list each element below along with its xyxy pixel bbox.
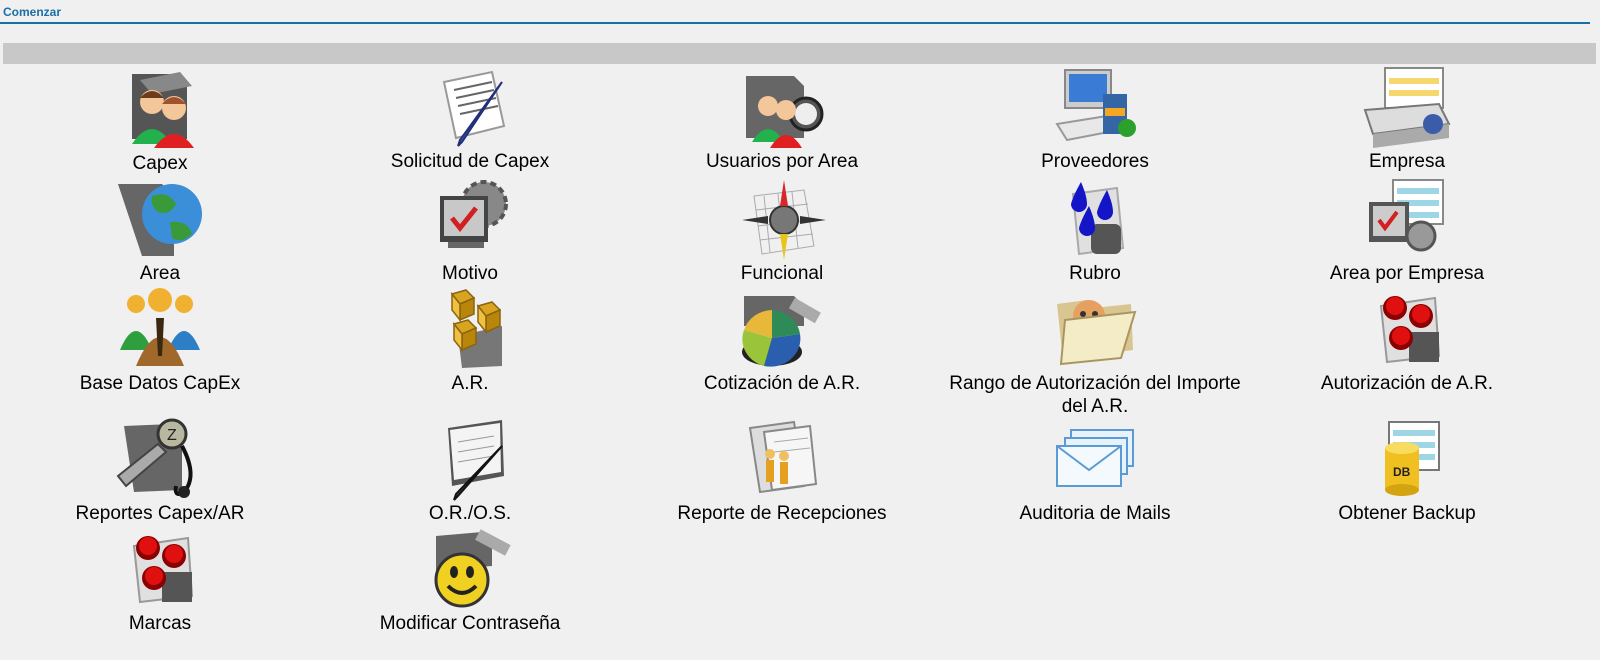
- menu-item-rango-de-autorizacion[interactable]: Rango de Autorización del Importe del A.…: [935, 286, 1255, 417]
- menu-item-or-os[interactable]: O.R./O.S.: [310, 416, 630, 526]
- menu-item-label: Funcional: [740, 263, 824, 284]
- menu-item-label: Capex: [132, 153, 188, 174]
- menu-item-rubro[interactable]: Rubro: [935, 176, 1255, 286]
- menu-item-ar[interactable]: A.R.: [310, 286, 630, 416]
- page-title: Comenzar: [3, 5, 62, 19]
- menu-item-label: Motivo: [442, 263, 498, 284]
- menu-item-label: Rango de Autorización del Importe del A.…: [949, 373, 1241, 417]
- envelopes-icon: [1047, 416, 1143, 506]
- menu-item-auditoria-de-mails[interactable]: Auditoria de Mails: [935, 416, 1255, 526]
- users-clock-icon: [734, 64, 830, 154]
- header: Comenzar: [0, 0, 1590, 24]
- menu-item-label: Autorización de A.R.: [1320, 373, 1494, 394]
- menu-item-label: Auditoria de Mails: [1019, 503, 1171, 524]
- document-pen-icon: [422, 64, 518, 154]
- menu-item-area-por-empresa[interactable]: Area por Empresa: [1247, 176, 1567, 286]
- menu-item-proveedores[interactable]: Proveedores: [935, 64, 1255, 174]
- menu-item-label: A.R.: [451, 373, 489, 394]
- drops-icon: [1047, 176, 1143, 266]
- documents-people-icon: [734, 416, 830, 506]
- monitor-gear-icon: [422, 176, 518, 266]
- folder-face-icon: [1047, 286, 1143, 376]
- menu-item-label: Base Datos CapEx: [79, 373, 241, 394]
- pie-chart-icon: [734, 286, 830, 376]
- menu-item-label: Solicitud de Capex: [390, 151, 550, 172]
- computer-icon: [1047, 64, 1143, 154]
- menu-item-marcas[interactable]: Marcas: [0, 526, 320, 636]
- menu-item-motivo[interactable]: Motivo: [310, 176, 630, 286]
- menu-item-obtener-backup[interactable]: DB Obtener Backup: [1247, 416, 1567, 526]
- menu-item-reporte-de-recepciones[interactable]: Reporte de Recepciones: [622, 416, 942, 526]
- smiley-key-icon: [422, 526, 518, 616]
- menu-item-cotizacion-de-ar[interactable]: Cotización de A.R.: [622, 286, 942, 416]
- menu-item-label: O.R./O.S.: [428, 503, 512, 524]
- menu-item-label: Cotización de A.R.: [703, 373, 861, 394]
- toolbar-bar: [3, 43, 1596, 64]
- menu-item-modificar-contrasena[interactable]: Modificar Contraseña: [310, 526, 630, 636]
- menu-item-label: Area: [139, 263, 181, 284]
- people-group-icon: [112, 286, 208, 376]
- tools-gauge-icon: Z: [112, 416, 208, 506]
- menu-grid: Capex Solicitud de Capex: [0, 64, 1600, 660]
- red-buttons-icon: [1359, 286, 1455, 376]
- menu-item-label: Rubro: [1069, 263, 1121, 284]
- menu-item-label: Obtener Backup: [1338, 503, 1476, 524]
- menu-item-reportes-capex-ar[interactable]: Z Reportes Capex/AR: [0, 416, 320, 526]
- notebook-pen-icon: [422, 416, 518, 506]
- printer-key-icon: [1359, 64, 1455, 154]
- menu-item-label: Marcas: [128, 613, 192, 634]
- menu-item-label: Reporte de Recepciones: [677, 503, 887, 524]
- users-folder-icon: [112, 64, 208, 154]
- menu-item-autorizacion-de-ar[interactable]: Autorización de A.R.: [1247, 286, 1567, 416]
- menu-item-label: Empresa: [1368, 151, 1446, 172]
- cubes-icon: [422, 286, 518, 376]
- globe-folder-icon: [112, 176, 208, 266]
- monitor-spreadsheet-icon: [1359, 176, 1455, 266]
- menu-item-label: Modificar Contraseña: [379, 613, 561, 634]
- svg-text:DB: DB: [1393, 465, 1411, 479]
- menu-item-usuarios-por-area[interactable]: Usuarios por Area: [622, 64, 942, 174]
- database-icon: DB: [1359, 416, 1455, 506]
- menu-item-label: Proveedores: [1041, 151, 1149, 172]
- menu-item-empresa[interactable]: Empresa: [1247, 64, 1567, 174]
- menu-item-label: Usuarios por Area: [705, 151, 859, 172]
- menu-item-label: Area por Empresa: [1329, 263, 1485, 284]
- menu-item-area[interactable]: Area: [0, 176, 320, 286]
- menu-item-solicitud-de-capex[interactable]: Solicitud de Capex: [310, 64, 630, 174]
- svg-text:Z: Z: [167, 427, 177, 444]
- menu-item-base-datos-capex[interactable]: Base Datos CapEx: [0, 286, 320, 416]
- menu-item-funcional[interactable]: Funcional: [622, 176, 942, 286]
- menu-item-label: Reportes Capex/AR: [75, 503, 245, 524]
- compass-grid-icon: [734, 176, 830, 266]
- red-buttons-icon: [112, 526, 208, 616]
- menu-item-capex[interactable]: Capex: [0, 64, 320, 174]
